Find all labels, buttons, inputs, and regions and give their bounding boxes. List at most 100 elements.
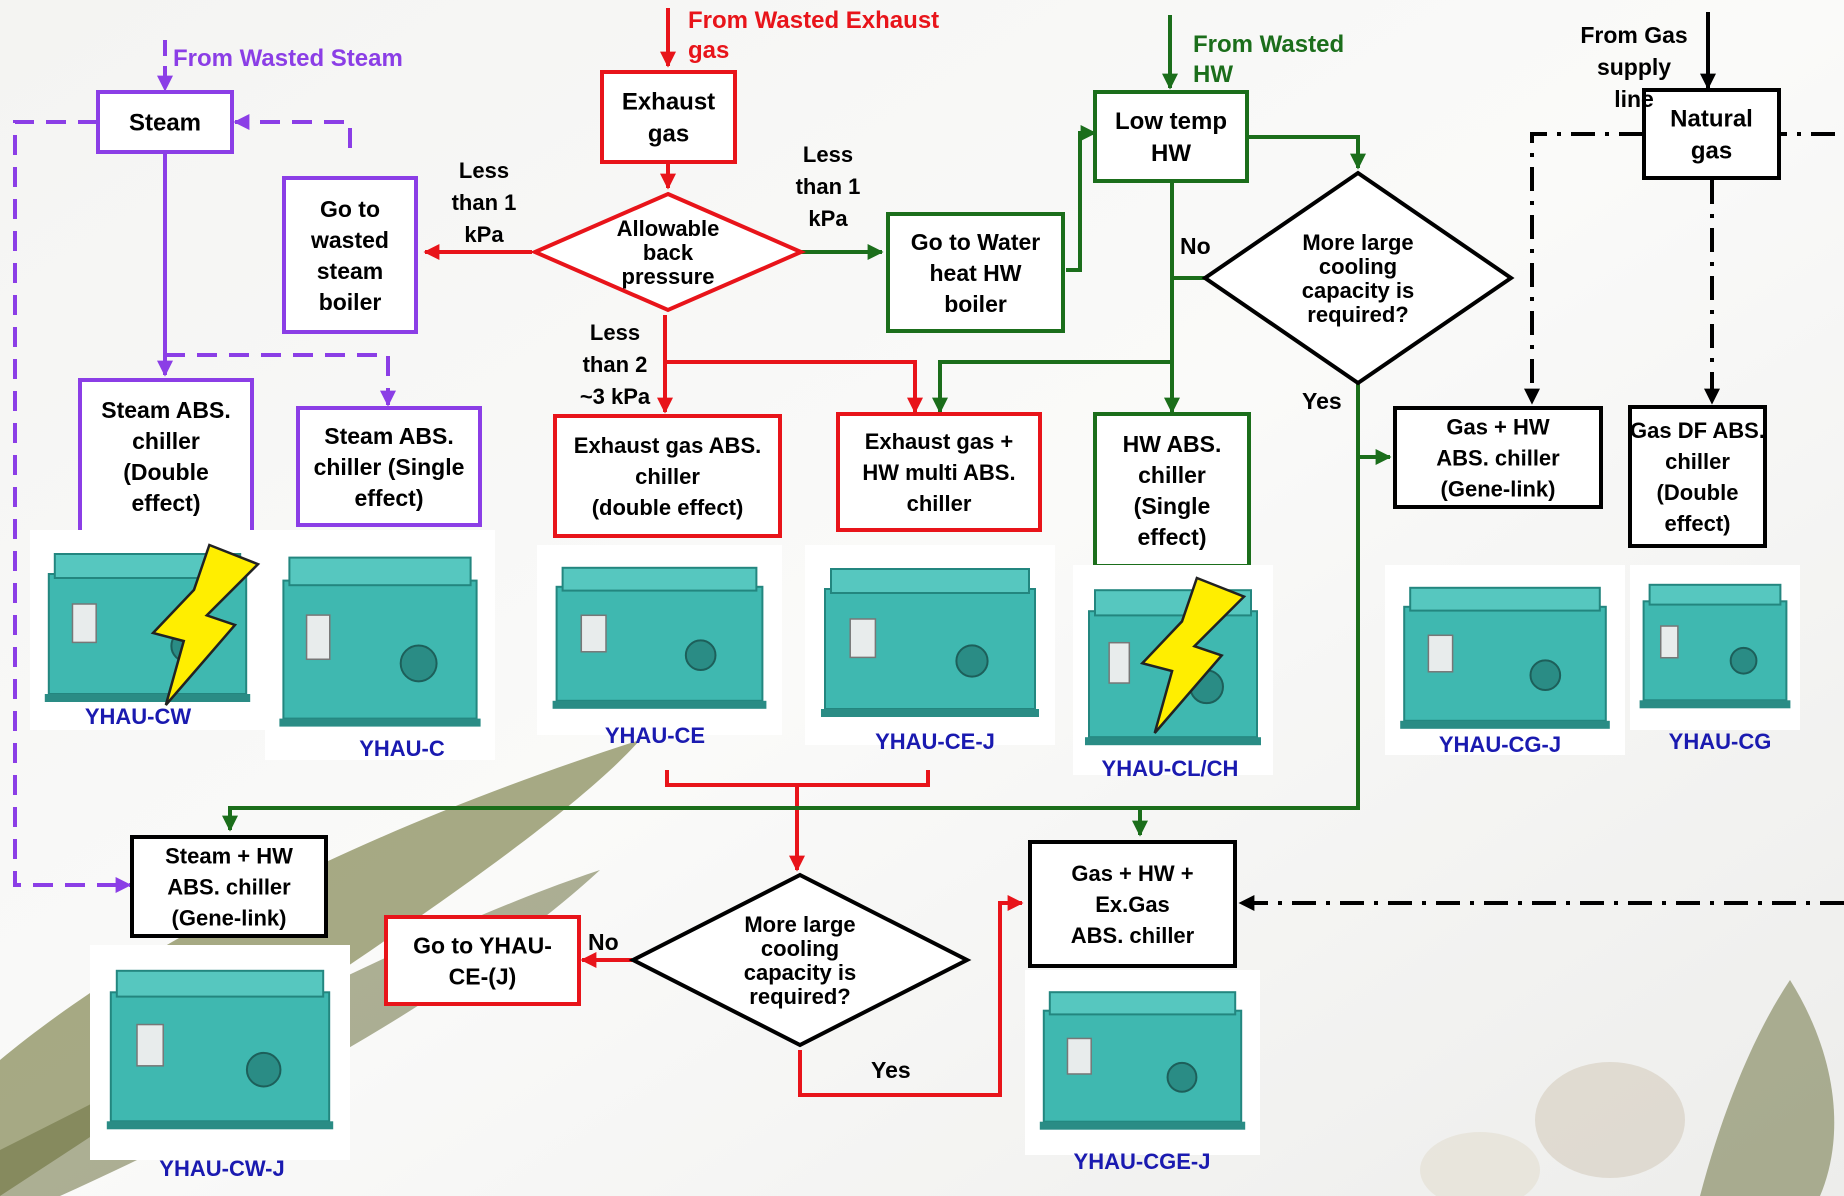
yhau-cge-j-label: YHAU-CGE-J <box>1074 1149 1211 1174</box>
nozzle-icon <box>1729 646 1758 675</box>
gas-df-double-box-frame <box>1628 405 1767 548</box>
back-pressure-decision-shape <box>529 191 807 313</box>
go-steam-boiler-box-label-line: wasted <box>310 227 389 253</box>
yhau-cg-j-photo <box>1385 565 1625 755</box>
low-temp-hw-box-frame <box>1093 90 1249 183</box>
control-panel-icon <box>1659 625 1679 659</box>
lightning-bolt-icon <box>1139 576 1247 734</box>
nozzle-icon <box>399 644 438 683</box>
gas-hw-exgas-box-label-line: ABS. chiller <box>1071 923 1195 948</box>
more-cooling-hw-decision-label-line: capacity is <box>1302 278 1415 303</box>
control-panel-icon <box>580 614 607 653</box>
steam-abs-double-box-label-line: chiller <box>132 428 200 454</box>
go-yhau-cej-box-frame <box>384 915 581 1006</box>
wasted-exhaust-label-line: From Wasted Exhaust <box>688 7 939 34</box>
steam-abs-single-box-label-line: chiller (Single <box>314 454 465 480</box>
no-exhaust-label: No <box>588 929 619 955</box>
more-cooling-hw-decision-shape <box>1201 170 1515 386</box>
wasted-steam-label: From Wasted Steam <box>173 45 403 72</box>
control-panel-icon <box>71 603 97 644</box>
chiller-top-icon <box>1048 991 1237 1016</box>
less-than-1-right-label-line: than 1 <box>796 174 861 199</box>
to-exhaust-hw-multi-arrow <box>932 360 1172 414</box>
chiller-top-icon <box>1409 586 1601 612</box>
wasted-exhaust-label: From Wasted Exhaust gas <box>688 7 939 64</box>
steam-to-genelink-arrow <box>13 120 132 893</box>
less-than-1-right-label-line: kPa <box>808 206 848 231</box>
chiller-base-icon <box>1639 700 1791 709</box>
nozzle-icon <box>684 639 717 672</box>
gas-to-genelink-arrow <box>1524 132 1643 405</box>
back-pressure-decision-label-line: back <box>643 240 694 265</box>
gas-supply-label-line: supply <box>1597 54 1671 80</box>
yhau-ce-j-photo <box>805 545 1055 745</box>
leaf-decoration <box>1700 980 1835 1196</box>
chiller-top-icon <box>288 556 472 587</box>
gas-df-double-box-label-line: Gas DF ABS. <box>1630 418 1765 443</box>
yes-to-steam-genelink-arrow <box>222 383 1360 832</box>
lowtemp-to-decision-arrow <box>1248 135 1366 170</box>
gas-hw-exgas-box-label-line: Ex.Gas <box>1095 892 1170 917</box>
go-yhau-cej-box-label-line: Go to YHAU- <box>413 932 552 958</box>
steam-abs-single-box-label-line: effect) <box>354 485 423 511</box>
go-water-boiler-box-frame <box>886 212 1065 333</box>
exhaust-gas-box-label-line: gas <box>648 121 689 148</box>
steam-abs-double-box-label-line: Steam ABS. <box>101 397 231 423</box>
less-than-2-3-label-line: Less <box>590 320 640 345</box>
gas-df-double-box-label-line: chiller <box>1665 449 1730 474</box>
hw-abs-single-box-label-line: HW ABS. <box>1123 431 1222 457</box>
nozzle-icon <box>245 1051 282 1088</box>
steam-abs-single-box-label: Steam ABS. chiller (Single effect) <box>314 423 465 511</box>
less-than-1-left-label-line: Less <box>459 158 509 183</box>
go-steam-boiler-box-label-line: steam <box>317 258 383 284</box>
exhaust-hw-multi-box-label-line: Exhaust gas + <box>865 429 1014 454</box>
yhau-c-photo <box>265 530 495 760</box>
chiller-base-icon <box>552 700 767 709</box>
gas-supply-label-line: From Gas <box>1580 22 1687 48</box>
exhaust-abs-box-frame <box>553 414 782 538</box>
exhaust-join-line <box>665 770 930 787</box>
steam-abs-single-box-label-line: Steam ABS. <box>324 423 454 449</box>
yhau-ce-photo <box>537 545 782 735</box>
pebble-decoration <box>1420 1132 1540 1196</box>
control-panel-icon <box>1066 1037 1092 1075</box>
more-cooling-exhaust-decision-shape <box>628 872 972 1048</box>
natural-gas-box-frame <box>1642 88 1781 180</box>
nozzle-icon <box>1166 1061 1198 1093</box>
wasted-exhaust-label-line: gas <box>688 37 729 64</box>
gas-hw-genelink-box-frame <box>1393 406 1603 509</box>
yhau-ce-label: YHAU-CE <box>605 723 705 748</box>
steam-abs-double-box-label-line: effect) <box>131 490 200 516</box>
yhau-cw-label: YHAU-CW <box>85 704 192 729</box>
exhaust-abs-box-label-line: Exhaust gas ABS. <box>574 433 761 458</box>
chiller-base-icon <box>44 694 251 702</box>
exhaust-abs-box: Exhaust gas ABS.chiller(double effect) <box>553 414 782 538</box>
gas-supply-label-line: line <box>1614 86 1654 112</box>
yhau-ce-j-label: YHAU-CE-J <box>875 729 995 754</box>
more-cooling-hw-decision-label-line: required? <box>1307 302 1408 327</box>
hw-abs-single-box-label-line: effect) <box>1137 524 1206 550</box>
less-than-1-left-label-line: kPa <box>464 222 504 247</box>
yhau-c-label: YHAU-C <box>359 736 445 761</box>
chiller-top-icon <box>561 566 758 592</box>
low-temp-hw-box-label-line: Low temp <box>1115 108 1227 135</box>
more-cooling-exhaust-decision-label-line: cooling <box>761 936 839 961</box>
exhaust-hw-multi-box-label-line: HW multi ABS. <box>862 460 1015 485</box>
to-gas-hw-exgas-arrow <box>798 895 1024 1097</box>
gas-hw-genelink-box-label-line: ABS. chiller <box>1436 445 1560 470</box>
nozzle-icon <box>1529 659 1562 692</box>
